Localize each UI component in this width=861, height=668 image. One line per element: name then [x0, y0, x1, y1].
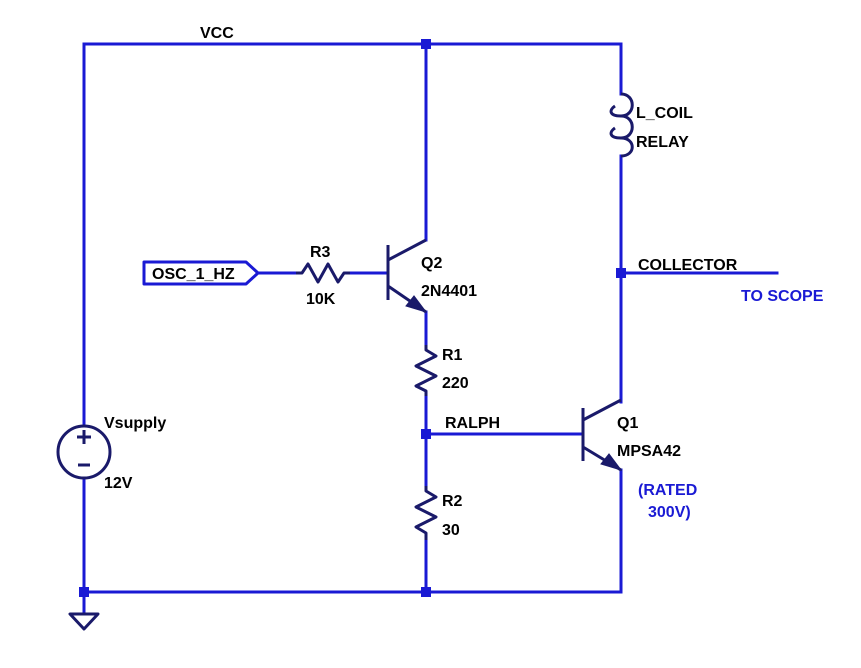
r2-name: R2: [442, 493, 463, 510]
q2-value: 2N4401: [421, 283, 477, 300]
coil-name: L_COIL: [636, 105, 693, 122]
q1-value: MPSA42: [617, 443, 681, 460]
r1-value: 220: [442, 375, 469, 392]
relay-coil: [609, 92, 634, 158]
junction-collector: [616, 268, 626, 278]
resistor-r3: [296, 262, 350, 284]
net-label-ralph: RALPH: [445, 415, 500, 432]
r3-name: R3: [310, 244, 331, 261]
resistor-r1: [414, 345, 438, 396]
q1-rating-note-2: 300V): [648, 504, 691, 521]
scope-note: TO SCOPE: [741, 288, 824, 305]
voltage-source-icon: [56, 424, 112, 480]
osc-port-flag: [142, 260, 260, 286]
junction-ground-mid: [421, 587, 431, 597]
resistor-r2: [414, 486, 438, 540]
net-label-collector: COLLECTOR: [638, 257, 738, 274]
r2-value: 30: [442, 522, 460, 539]
r1-name: R1: [442, 347, 463, 364]
q1-name: Q1: [617, 415, 638, 432]
vsupply-name: Vsupply: [104, 415, 166, 432]
net-label-vcc: VCC: [200, 25, 234, 42]
r3-value: 10K: [306, 291, 336, 308]
junction-ground-left: [79, 587, 89, 597]
transistor-q1: [581, 398, 623, 472]
coil-value: RELAY: [636, 134, 689, 151]
q1-rating-note-1: (RATED: [638, 482, 697, 499]
junctions: [79, 39, 626, 597]
wires: [82, 42, 779, 616]
q2-name: Q2: [421, 255, 442, 272]
ground-icon: [68, 612, 100, 631]
transistor-q2: [386, 238, 428, 314]
port-label-osc: OSC_1_HZ: [152, 266, 235, 283]
junction-vcc: [421, 39, 431, 49]
junction-ralph: [421, 429, 431, 439]
vsupply-value: 12V: [104, 475, 133, 492]
